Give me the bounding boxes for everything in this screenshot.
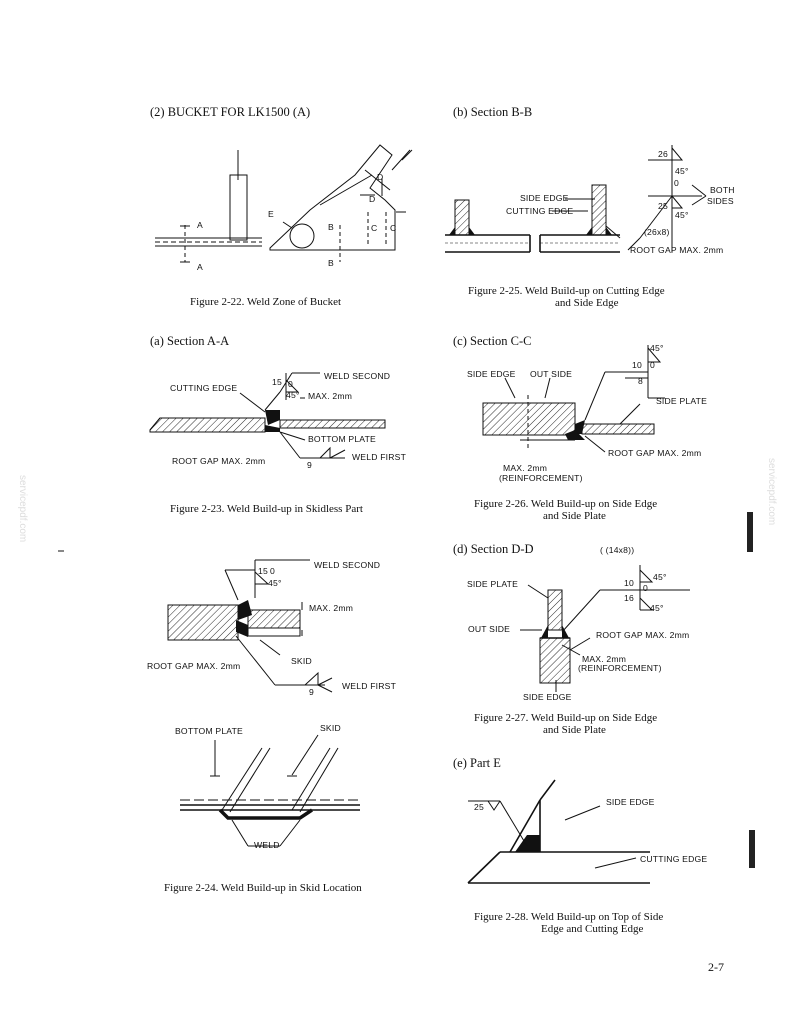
fig25-label-26x8: (26x8) <box>644 227 670 237</box>
fig26-label-reinforcement: (REINFORCEMENT) <box>499 473 583 483</box>
fig23-label-9: 9 <box>307 460 312 470</box>
figure-2-27-section-dd <box>520 565 690 692</box>
fig25-label-side-edge: SIDE EDGE <box>520 193 569 203</box>
caption-fig-2-27-line2: and Side Plate <box>543 724 606 736</box>
caption-fig-2-23: Figure 2-23. Weld Build-up in Skidless P… <box>170 503 363 515</box>
caption-fig-2-28-line1: Figure 2-28. Weld Build-up on Top of Sid… <box>474 911 664 923</box>
fig27-label-root-gap: ROOT GAP MAX. 2mm <box>596 630 690 640</box>
fig24-label-0: 0 <box>270 566 275 576</box>
fig27-label-side-edge: SIDE EDGE <box>523 692 572 702</box>
heading-bucket: (2) BUCKET FOR LK1500 (A) <box>150 105 311 119</box>
caption-fig-2-24: Figure 2-24. Weld Build-up in Skid Locat… <box>164 882 362 894</box>
fig24b-label-weld: WELD <box>254 840 280 850</box>
fig25-label-both: BOTH <box>710 185 735 195</box>
heading-part-e: (e) Part E <box>453 756 501 770</box>
fig25-label-sides: SIDES <box>707 196 734 206</box>
fig27-label-0: 0 <box>643 583 648 593</box>
fig26-label-0: 0 <box>650 360 655 370</box>
fig28-label-25: 25 <box>474 802 484 812</box>
fig25-label-45b: 45° <box>675 210 689 220</box>
fig23-label-weld-first: WELD FIRST <box>352 452 407 462</box>
caption-fig-2-25-line2: and Side Edge <box>555 297 619 309</box>
fig25-label-root-gap: ROOT GAP MAX. 2mm <box>630 245 724 255</box>
fig27-label-16: 16 <box>624 593 634 603</box>
fig23-label-weld-second: WELD SECOND <box>324 371 391 381</box>
fig22-label-d-top: D <box>377 172 384 182</box>
edge-mark-bottom <box>749 830 755 868</box>
fig24-label-root-gap: ROOT GAP MAX. 2mm <box>147 661 241 671</box>
fig25-label-45a: 45° <box>675 166 689 176</box>
fig27-label-45b: 45° <box>650 603 664 613</box>
figure-2-26-section-cc <box>482 345 665 453</box>
heading-section-cc: (c) Section C-C <box>453 334 532 348</box>
fig23-label-root-gap: ROOT GAP MAX. 2mm <box>172 456 266 466</box>
fig25-label-25: 25 <box>658 201 668 211</box>
fig27-label-reinforcement: (REINFORCEMENT) <box>578 663 662 673</box>
fig24-label-9: 9 <box>309 687 314 697</box>
fig23-label-cutting-edge: CUTTING EDGE <box>170 383 238 393</box>
fig25-label-26: 26 <box>658 149 668 159</box>
fig26-label-out-side: OUT SIDE <box>530 369 573 379</box>
fig26-label-8: 8 <box>638 376 643 386</box>
fig26-label-side-edge: SIDE EDGE <box>467 369 516 379</box>
figure-2-23-skidless-part <box>149 372 386 459</box>
heading-section-dd: (d) Section D-D <box>453 542 534 556</box>
fig22-label-c-right: C <box>390 223 397 233</box>
fig22-label-d-bottom: D <box>369 194 376 204</box>
fig28-label-cutting-edge: CUTTING EDGE <box>640 854 708 864</box>
caption-fig-2-28-line2: Edge and Cutting Edge <box>541 923 644 935</box>
page-number: 2-7 <box>708 960 724 974</box>
fig26-label-side-plate: SIDE PLATE <box>656 396 708 406</box>
fig27-label-10: 10 <box>624 578 634 588</box>
figure-2-28-part-e <box>467 779 650 884</box>
fig24b-label-bottom-plate: BOTTOM PLATE <box>175 726 243 736</box>
fig24-label-weld-first: WELD FIRST <box>342 681 397 691</box>
fig23-label-0: 0 <box>288 379 293 389</box>
fig27-label-max: MAX. 2mm <box>582 654 627 664</box>
heading-section-bb: (b) Section B-B <box>453 105 533 119</box>
fig27-label-14x8: ( (14x8)) <box>600 545 635 555</box>
caption-fig-2-26-line2: and Side Plate <box>543 510 606 522</box>
caption-fig-2-26-line1: Figure 2-26. Weld Build-up on Side Edge <box>474 498 658 510</box>
fig25-label-cutting-edge: CUTTING EDGE <box>506 206 574 216</box>
fig27-label-side-plate: SIDE PLATE <box>467 579 519 589</box>
fig22-label-e: E <box>268 209 274 219</box>
figure-2-24-skid-plan <box>180 734 360 847</box>
fig26-label-root-gap: ROOT GAP MAX. 2mm <box>608 448 702 458</box>
figure-2-22-bucket-weld-zone <box>155 144 413 263</box>
fig24-label-45: 45° <box>268 578 282 588</box>
fig22-label-a-bottom: A <box>197 262 203 272</box>
fig23-label-max: MAX. 2mm <box>308 391 353 401</box>
figure-2-24-skid-location <box>167 559 333 693</box>
fig22-label-b-top: B <box>328 222 334 232</box>
fig28-label-side-edge: SIDE EDGE <box>606 797 655 807</box>
caption-fig-2-25-line1: Figure 2-25. Weld Build-up on Cutting Ed… <box>468 285 665 297</box>
fig27-label-45a: 45° <box>653 572 667 582</box>
fig23-label-45: 45° <box>286 390 300 400</box>
edge-mark-top <box>747 512 753 552</box>
heading-section-aa: (a) Section A-A <box>150 334 230 348</box>
fig24b-label-skid: SKID <box>320 723 341 733</box>
fig22-label-a-top: A <box>197 220 203 230</box>
fig24-label-max: MAX. 2mm <box>309 603 354 613</box>
fig27-label-out-side: OUT SIDE <box>468 624 511 634</box>
figure-2-25-section-bb <box>445 145 707 253</box>
fig22-label-c-left: C <box>371 223 378 233</box>
fig24-label-weld-second: WELD SECOND <box>314 560 381 570</box>
fig24-label-skid: SKID <box>291 656 312 666</box>
caption-fig-2-27-line1: Figure 2-27. Weld Build-up on Side Edge <box>474 712 658 724</box>
fig26-label-45: 45° <box>650 343 664 353</box>
fig24-label-15: 15 <box>258 566 268 576</box>
fig22-label-b-bottom: B <box>328 258 334 268</box>
caption-fig-2-22: Figure 2-22. Weld Zone of Bucket <box>190 296 342 308</box>
fig26-label-10: 10 <box>632 360 642 370</box>
fig23-label-15: 15 <box>272 377 282 387</box>
fig25-label-0: 0 <box>674 178 679 188</box>
fig23-label-bottom-plate: BOTTOM PLATE <box>308 434 376 444</box>
fig26-label-max: MAX. 2mm <box>503 463 548 473</box>
